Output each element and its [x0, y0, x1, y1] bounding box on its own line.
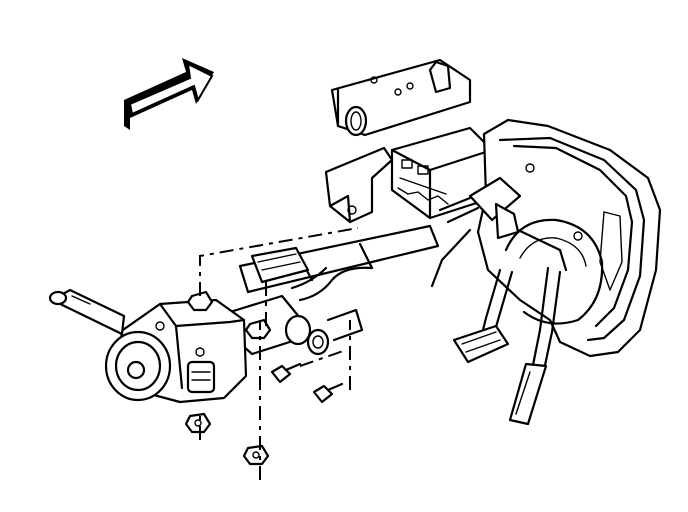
bolt-center — [270, 362, 302, 384]
direction-arrow-icon — [124, 58, 214, 130]
booster-plate — [504, 218, 604, 325]
dash-panel-bracket — [330, 58, 472, 137]
nut-center-lower — [242, 444, 270, 466]
brake-pedal-pad — [452, 324, 510, 364]
bolt-right — [312, 382, 344, 404]
nut-left-lower — [184, 412, 212, 434]
multifunction-lever — [48, 288, 126, 336]
nut-column-center — [244, 318, 272, 340]
alignment-lines — [199, 227, 359, 480]
fasteners — [184, 290, 344, 466]
steering-column-shaft — [238, 224, 440, 302]
steering-column-housing — [104, 298, 248, 404]
left-mount-bracket — [324, 146, 394, 224]
nut-column-upper — [186, 290, 214, 312]
accelerator-pedal — [508, 362, 548, 426]
pedal-box-bracket — [476, 118, 662, 358]
